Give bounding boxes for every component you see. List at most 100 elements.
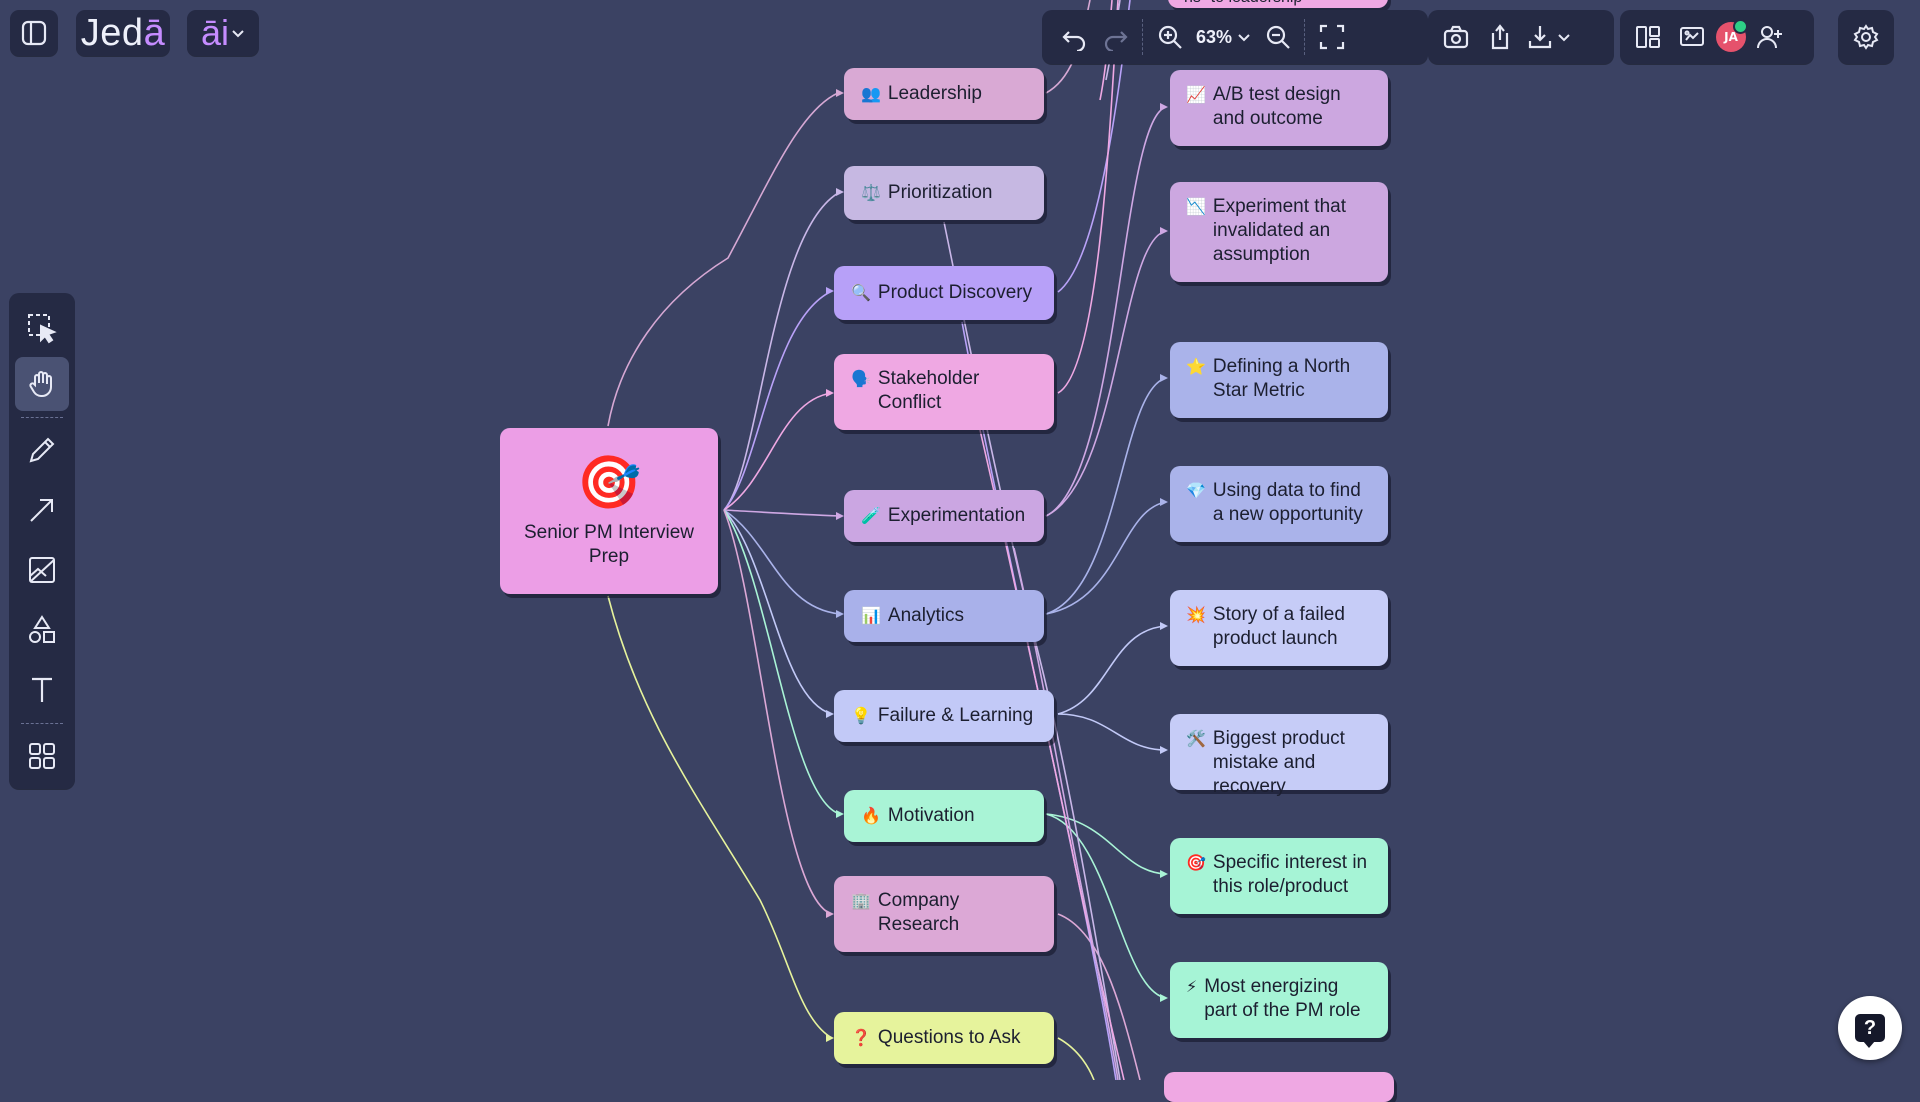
avatar[interactable]: JA [1716,19,1748,52]
text-icon [32,677,52,702]
hand-icon [29,371,52,397]
partial-node-top[interactable]: hs- to leadership [1168,0,1388,8]
zoom-in-icon [1158,25,1182,49]
connector-data-opportunity [1045,501,1167,615]
image-tool-button[interactable] [15,543,69,597]
branch-label: Leadership [887,83,982,104]
branch-leadership[interactable]: 👥 Leadership [844,68,1044,120]
sidebar-toggle-button[interactable] [10,10,58,56]
presentation-button[interactable] [1672,17,1712,57]
grid-icon [29,743,55,769]
fullscreen-icon [1319,24,1345,50]
branch-analytics[interactable]: 📊 Analytics [844,590,1044,642]
settings-button[interactable] [1846,17,1886,57]
collab-toolbar: JA [1620,10,1814,64]
download-icon [1528,26,1552,49]
star-icon: ⭐ [1186,357,1206,376]
branch-label: Company Research [877,890,960,935]
help-label: ? [1863,1016,1877,1039]
connector-prioritization [723,191,841,511]
zoom-out-button[interactable] [1258,17,1298,57]
logo-accent: ā [143,11,166,54]
connector-ab-test [1045,106,1167,517]
target-icon: 🎯 [1186,853,1206,872]
toolbar-separator [1142,19,1144,55]
help-button[interactable]: ? [1838,996,1902,1060]
branch-label: Experimentation [887,505,1026,526]
lightning-icon: ⚡ [1186,977,1198,996]
zoom-out-icon [1266,25,1290,49]
layout-button[interactable] [1628,17,1668,57]
root-node[interactable]: 🎯 Senior PM Interview Prep [500,428,718,594]
connector-stakeholder [723,392,833,511]
collision-icon: 💥 [1186,605,1206,624]
leaf-north-star[interactable]: ⭐ Defining a North Star Metric [1170,342,1388,418]
zoom-level: 63% [1196,26,1233,47]
question-mark-icon: ❓ [851,1028,871,1047]
zoom-in-button[interactable] [1150,17,1190,57]
office-building-icon: 🏢 [851,891,871,910]
undo-button[interactable] [1054,17,1094,57]
branch-experimentation[interactable]: 🧪 Experimentation [844,490,1044,542]
leaf-ab-test[interactable]: 📈 A/B test design and outcome [1170,70,1388,146]
gear-icon [1853,24,1879,50]
select-tool-button[interactable] [15,301,69,355]
tools-icon: 🛠️ [1186,729,1206,748]
redo-button[interactable] [1096,17,1136,57]
leaf-failed-launch[interactable]: 💥 Story of a failed product launch [1170,590,1388,666]
pen-tool-button[interactable] [15,423,69,477]
leaf-specific-interest[interactable]: 🎯 Specific interest in this role/product [1170,838,1388,914]
help-icon: ? [1855,1014,1885,1048]
leaf-biggest-mistake[interactable]: 🛠️ Biggest product mistake and recovery [1170,714,1388,797]
leaf-energizing[interactable]: ⚡ Most energizing part of the PM role [1170,962,1388,1038]
branch-stakeholder-conflict[interactable]: 🗣️ Stakeholder Conflict [834,354,1054,430]
chevron-down-icon [1558,34,1570,42]
connector-company [723,509,833,915]
leaf-data-opportunity[interactable]: 💎 Using data to find a new opportunity [1170,466,1388,542]
connector-analytics [723,509,841,615]
shapes-tool-button[interactable] [15,603,69,657]
app-logo[interactable]: Jedā [76,10,170,56]
connector-motivation [723,509,841,815]
hand-tool-button[interactable] [15,357,69,411]
chevron-down-icon [232,30,244,38]
branch-label: Motivation [887,805,975,826]
camera-icon [1443,25,1469,49]
leaf-label: Defining a North Star Metric [1212,356,1351,401]
lightbulb-icon: 💡 [851,706,871,725]
arrow-icon [30,499,53,522]
branch-motivation[interactable]: 🔥 Motivation [844,790,1044,842]
tool-rail [9,293,75,789]
view-toolbar: 63% [1042,10,1428,64]
branch-failure-learning[interactable]: 💡 Failure & Learning [834,690,1054,742]
ai-label: āi [200,12,230,53]
connector-energizing [1045,813,1167,999]
settings-toolbar [1838,10,1894,64]
branch-prioritization[interactable]: ⚖️ Prioritization [844,166,1044,220]
share-button[interactable] [1480,17,1520,57]
rail-separator [21,417,63,418]
bar-chart-icon: 📊 [861,606,881,625]
shapes-icon [29,615,55,643]
scales-icon: ⚖️ [861,183,881,202]
screenshot-button[interactable] [1436,17,1476,57]
rail-separator [21,723,63,724]
text-tool-button[interactable] [15,663,69,717]
invite-user-button[interactable] [1750,17,1790,57]
branch-product-discovery[interactable]: 🔍 Product Discovery [834,266,1054,320]
ai-menu-button[interactable]: āi [187,10,259,56]
online-status-dot [1733,19,1748,34]
zoom-level-dropdown[interactable]: 63% [1192,27,1256,48]
partial-node-bottom[interactable] [1164,1072,1394,1102]
branch-company-research[interactable]: 🏢 Company Research [834,876,1054,952]
arrow-tool-button[interactable] [15,483,69,537]
branch-label: Prioritization [887,182,993,203]
branch-questions-to-ask[interactable]: ❓ Questions to Ask [834,1012,1054,1064]
fullscreen-button[interactable] [1312,17,1352,57]
templates-tool-button[interactable] [15,729,69,783]
leaf-experiment-invalidated[interactable]: 📉 Experiment that invalidated an assumpt… [1170,182,1388,282]
chevron-down-icon [1238,34,1250,42]
download-dropdown[interactable] [1524,17,1572,57]
leaf-label: Experiment that invalidated an assumptio… [1212,196,1346,265]
logo-prefix: Jed [80,11,144,54]
